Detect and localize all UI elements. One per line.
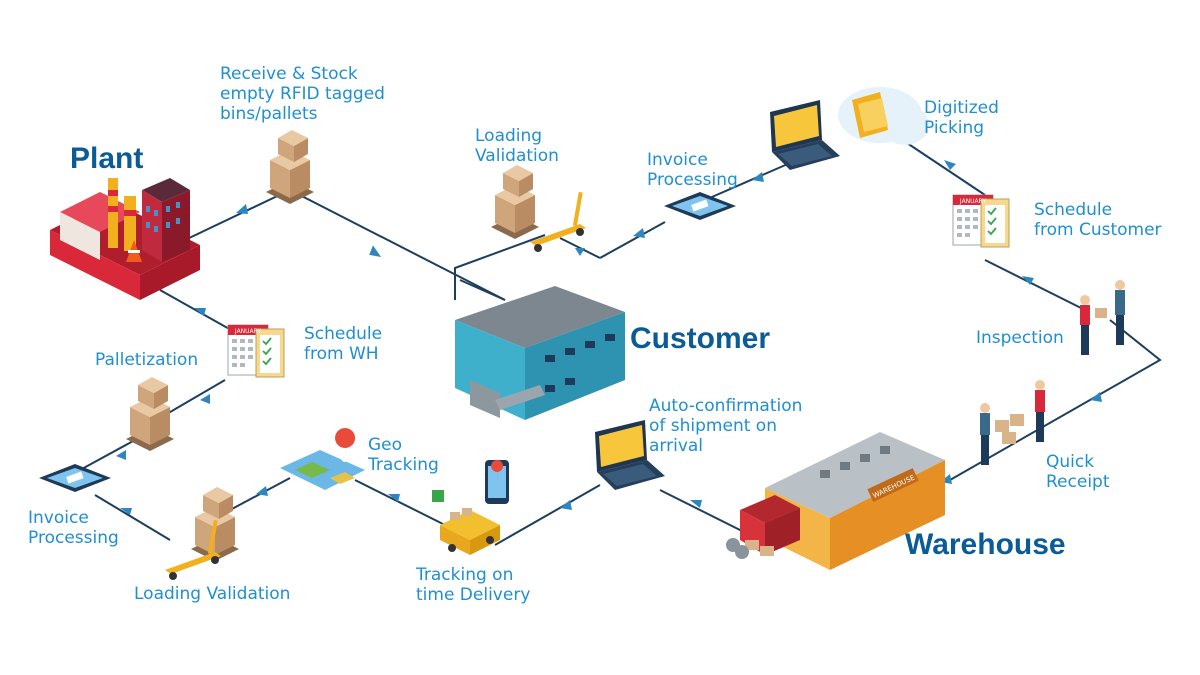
label-digitized-picking: Digitized Picking	[924, 98, 999, 138]
inspection-people-icon	[1080, 280, 1125, 355]
cloud-folder-icon	[838, 87, 929, 145]
digitized-picking-laptop-icon	[770, 100, 840, 170]
calendar-wh-icon: JANUARY	[227, 324, 285, 378]
label-quick-receipt: Quick Receipt	[1046, 452, 1110, 492]
pallet-jack-icon	[530, 191, 586, 252]
flow-arrows	[116, 160, 1102, 515]
geo-tracking-map-icon	[280, 428, 365, 490]
label-inspection: Inspection	[976, 328, 1064, 348]
label-invoice-processing-top: Invoice Processing	[647, 150, 738, 190]
tracking-phone-icon	[485, 460, 509, 504]
label-tracking-delivery: Tracking on time Delivery	[416, 565, 531, 605]
plant-illustration	[50, 178, 200, 300]
flow-lines	[79, 124, 1162, 546]
palletized-boxes-icon	[126, 377, 174, 451]
invoice-tablet-top-icon	[664, 192, 736, 220]
label-receive-stock: Receive & Stock empty RFID tagged bins/p…	[220, 64, 385, 124]
customer-title: Customer	[630, 322, 771, 355]
label-schedule-from-customer: Schedule from Customer	[1034, 200, 1162, 240]
delivery-van-icon	[432, 490, 500, 555]
label-loading-validation-bottom: Loading Validation	[134, 584, 291, 604]
calendar-month-text: JANUARY	[959, 198, 987, 205]
calendar-customer-icon: JANUARY	[952, 194, 1010, 248]
label-loading-validation-top: Loading Validation	[475, 126, 559, 166]
loading-boxes-icon	[491, 165, 539, 239]
label-auto-confirmation: Auto-confirmation of shipment on arrival	[649, 396, 803, 456]
label-geo-tracking: Geo Tracking	[368, 435, 439, 475]
empty-bins-icon	[266, 130, 314, 204]
calendar-month-text-2: JANUARY	[234, 328, 262, 335]
warehouse-title: Warehouse	[905, 528, 1066, 561]
label-invoice-processing-bottom: Invoice Processing	[28, 508, 119, 548]
customer-building	[455, 286, 625, 420]
warehouse-building: WAREHOUSE	[726, 432, 945, 570]
label-palletization: Palletization	[95, 350, 199, 370]
plant-title: Plant	[70, 142, 144, 175]
quick-receipt-people-icon	[980, 380, 1045, 465]
invoice-tablet-bottom-icon	[39, 464, 111, 492]
label-schedule-from-wh: Schedule from WH	[304, 324, 383, 364]
